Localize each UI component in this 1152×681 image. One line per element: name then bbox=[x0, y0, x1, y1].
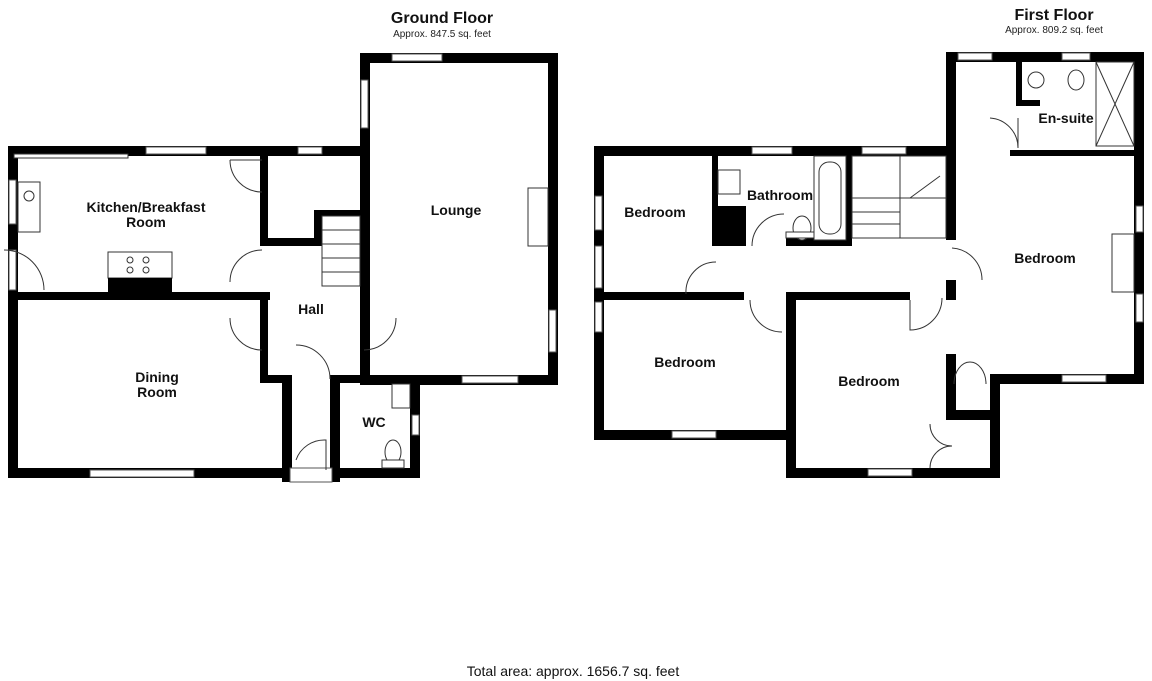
lounge-walls bbox=[360, 53, 558, 385]
stairs-icon bbox=[321, 215, 361, 287]
kitchen-walls bbox=[8, 146, 370, 300]
bathroom-label: Bathroom bbox=[747, 187, 813, 203]
fireplace-bedroom-icon bbox=[1111, 233, 1135, 293]
ensuite-toilet-icon bbox=[1067, 69, 1085, 91]
bedroom-s-label: Bedroom bbox=[838, 373, 899, 389]
bedroom-main-label: Bedroom bbox=[1014, 250, 1075, 266]
ensuite-basin-icon bbox=[1027, 71, 1045, 89]
first-stairs-icon bbox=[851, 155, 947, 239]
ground-doors bbox=[3, 159, 397, 470]
fireplace-icon bbox=[527, 187, 549, 247]
bedroom-sw-label: Bedroom bbox=[654, 354, 715, 370]
first-doors bbox=[685, 117, 1019, 469]
hall-label: Hall bbox=[298, 301, 324, 317]
wc-label: WC bbox=[362, 414, 385, 430]
kitchen-sink-icon bbox=[17, 181, 41, 233]
ensuite-label: En-suite bbox=[1038, 110, 1093, 126]
ground-windows bbox=[8, 53, 557, 483]
lounge-label: Lounge bbox=[431, 202, 482, 218]
first-floor-title: First Floor bbox=[1014, 7, 1093, 24]
ground-floor-area: Approx. 847.5 sq. feet bbox=[393, 29, 491, 40]
first-floor-area: Approx. 809.2 sq. feet bbox=[1005, 25, 1103, 36]
oven-icon bbox=[108, 278, 172, 296]
first-windows bbox=[594, 52, 1144, 477]
ground-floor-plan: Ground Floor Approx. 847.5 sq. feet bbox=[3, 10, 558, 483]
ground-floor-title: Ground Floor bbox=[391, 10, 493, 27]
first-floor-plan: First Floor Approx. 809.2 sq. feet bbox=[594, 7, 1144, 478]
bedroom-nw-label: Bedroom bbox=[624, 204, 685, 220]
total-area: Total area: approx. 1656.7 sq. feet bbox=[467, 663, 680, 679]
kitchen-label: Kitchen/Breakfast bbox=[86, 199, 205, 215]
bathroom-cabinet-icon bbox=[718, 206, 746, 246]
bathroom-basin-icon bbox=[717, 169, 741, 195]
wc-basin-icon bbox=[391, 383, 411, 409]
hob-icon bbox=[107, 251, 173, 279]
dining-label-line2: Room bbox=[137, 384, 177, 400]
dining-label: Dining bbox=[135, 369, 179, 385]
ground-fixtures bbox=[13, 153, 549, 469]
first-fixtures bbox=[717, 61, 1135, 293]
kitchen-label-line2: Room bbox=[126, 214, 166, 230]
